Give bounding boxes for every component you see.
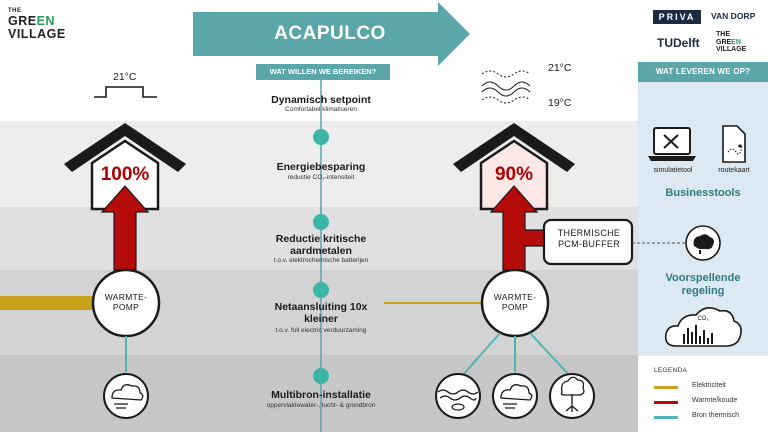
project-title: ACAPULCO (274, 23, 386, 44)
ground-source-icon (549, 373, 595, 419)
predictive-control-title: Voorspellende regeling (665, 272, 741, 297)
water-source-icon (435, 373, 481, 419)
priva-logo: PRIVA (653, 10, 701, 24)
electricity-line-left (0, 296, 95, 310)
green-village-logo: THE GREEN VILLAGE (8, 8, 66, 41)
setpoint-dynamic-icon (481, 70, 531, 104)
step-title-metals: Reductie kritische aardmetalen (275, 233, 367, 257)
temp-right-low: 19°C (548, 97, 572, 109)
buffer-label: THERMISCHE PCM-BUFFER (557, 228, 621, 249)
house-left (64, 123, 186, 211)
step-title-energy: Energiebesparing (276, 161, 366, 173)
goal-header: WAT WILLEN WE BEREIKEN? (256, 64, 390, 80)
timeline-dot-energy (313, 129, 329, 145)
percent-right: 90% (494, 164, 534, 185)
setpoint-static-icon (94, 86, 157, 98)
tudelft-logo: TUDelft (657, 36, 700, 50)
legend-title: LEGENDA (654, 367, 688, 374)
air-source-icon-right (492, 373, 538, 419)
temp-left: 21°C (113, 71, 137, 83)
legend-text-electricity: Elektriciteit (692, 382, 726, 389)
step-title-setpoint: Dynamisch setpoint (271, 94, 371, 106)
air-source-icon-left (103, 373, 149, 419)
pump-label-left: WARMTE-POMP (104, 292, 148, 312)
co2-label: CO₂ (697, 316, 709, 322)
timeline-dot-grid (313, 282, 329, 298)
step-sub-energy: reductie CO₂-intensiteit (287, 174, 355, 181)
step-title-multisource: Multibron-installatie (271, 389, 371, 401)
title-arrow (193, 2, 470, 66)
percent-left: 100% (100, 164, 150, 185)
brain-icon (685, 225, 721, 261)
house-right (453, 123, 575, 211)
heat-arrow-right (489, 185, 549, 271)
step-sub-metals: t.o.v. elektrochemische batterijen (273, 257, 369, 264)
tool-label-roadmap: routekaart (718, 167, 750, 174)
vandorp-logo: VAN DORP (711, 11, 756, 21)
co2-cloud-icon (664, 307, 742, 347)
business-tools-title: Businesstools (665, 187, 741, 199)
legend-text-heat: Warmte/koude (692, 397, 738, 404)
tool-label-simulation: simulatietool (653, 167, 693, 174)
document-icon (722, 125, 746, 163)
timeline-dot-metals (313, 214, 329, 230)
green-village-small-logo: THE GREEN VILLAGE (716, 31, 747, 53)
step-sub-grid: t.o.v. full electric verduurzaming (275, 327, 367, 334)
deliverables-header: WAT LEVEREN WE OP? (638, 62, 768, 82)
pump-label-right: WARMTE-POMP (493, 292, 537, 312)
legend-swatch-thermal (654, 416, 678, 419)
legend-text-thermal: Bron thermisch (692, 412, 740, 419)
step-title-grid: Netaansluiting 10x kleiner (274, 301, 368, 325)
legend-swatch-electricity (654, 386, 678, 389)
step-sub-setpoint: Comfortabel klimatiseren (285, 106, 357, 113)
deliverables-panel: WAT LEVEREN WE OP? (638, 0, 768, 432)
legend-swatch-heat (654, 401, 678, 404)
thermal-lines-right (461, 332, 571, 377)
pcm-buffer-box (542, 218, 634, 266)
step-sub-multisource: oppervlaktewater-, lucht- & grondbron (266, 402, 376, 409)
laptop-icon (648, 127, 696, 161)
timeline-dot-multisource (313, 368, 329, 384)
temp-right-high: 21°C (548, 62, 572, 74)
